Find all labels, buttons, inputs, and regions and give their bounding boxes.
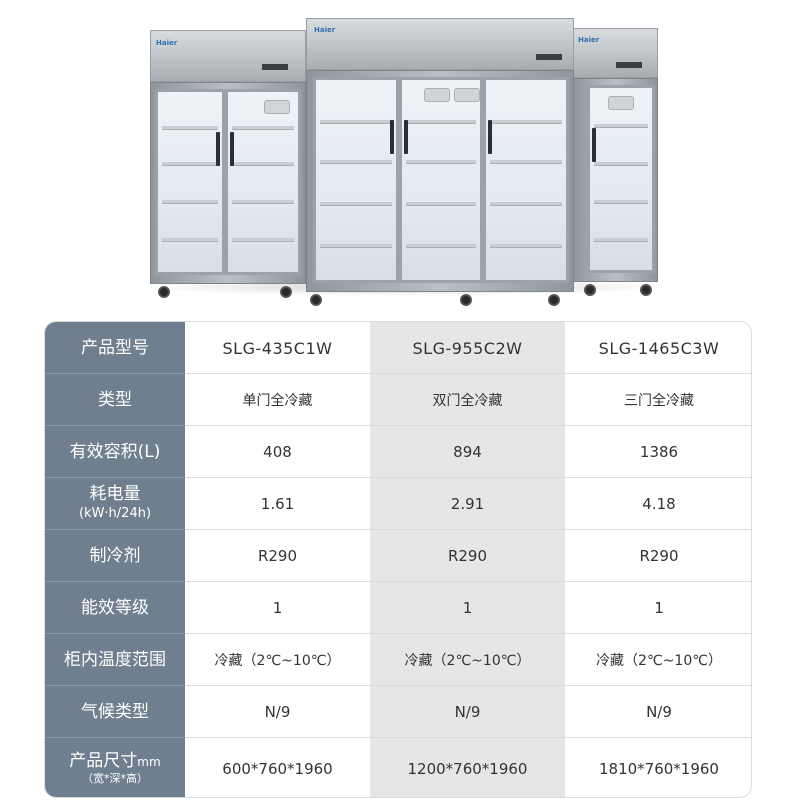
table-cell: 双门全冷藏: [432, 393, 503, 409]
row-label-sub: （宽*深*高）: [82, 772, 148, 785]
product-image: Haier Haier: [0, 0, 800, 310]
table-cell: 1386: [639, 443, 679, 461]
table-row-power: 耗电量 (kW·h/24h) 1.61 2.91 4.18: [45, 478, 751, 530]
table-row-temperature: 柜内温度范围 冷藏（2℃~10℃） 冷藏（2℃~10℃） 冷藏（2℃~10℃）: [45, 634, 751, 686]
spec-table: 产品型号 SLG-435C1W SLG-955C2W SLG-1465C3W 类…: [44, 321, 752, 798]
row-label: 产品型号: [81, 338, 149, 358]
table-cell: SLG-955C2W: [412, 338, 523, 358]
highlight-column: [370, 322, 565, 797]
row-label: 柜内温度范围: [64, 650, 166, 670]
table-cell: 1810*760*1960: [599, 759, 719, 778]
table-cell: SLG-435C1W: [222, 338, 333, 358]
table-cell: 1: [462, 599, 473, 617]
row-label: 类型: [98, 390, 132, 410]
table-cell: 4.18: [642, 495, 676, 513]
fridge-two-door: Haier: [150, 30, 306, 298]
table-row-capacity: 有效容积(L) 408 894 1386: [45, 426, 751, 478]
row-label: 耗电量 (kW·h/24h): [45, 478, 185, 530]
table-cell: N/9: [454, 703, 481, 721]
table-row-model: 产品型号 SLG-435C1W SLG-955C2W SLG-1465C3W: [45, 322, 751, 374]
row-label: 产品尺寸mm （宽*深*高）: [45, 738, 185, 797]
table-cell: 冷藏（2℃~10℃）: [404, 653, 531, 669]
table-row-energy-class: 能效等级 1 1 1: [45, 582, 751, 634]
table-cell: 单门全冷藏: [242, 393, 313, 409]
table-cell: 2.91: [450, 495, 485, 513]
row-label: 制冷剂: [89, 546, 141, 566]
table-row-refrigerant: 制冷剂 R290 R290 R290: [45, 530, 751, 582]
table-cell: SLG-1465C3W: [598, 338, 720, 358]
table-cell: 冷藏（2℃~10℃）: [596, 653, 722, 669]
fridge-three-door: Haier: [306, 18, 574, 306]
row-label-main: 产品尺寸: [69, 751, 138, 771]
label-column: [45, 322, 185, 797]
table-cell: 408: [263, 443, 292, 461]
table-cell: 冷藏（2℃~10℃）: [214, 653, 341, 669]
table-row-dimensions: 产品尺寸mm （宽*深*高） 600*760*1960 1200*760*196…: [45, 738, 751, 797]
brand-logo: Haier: [156, 39, 178, 47]
table-cell: 894: [453, 443, 482, 461]
table-cell: R290: [257, 547, 298, 565]
table-cell: 600*760*1960: [222, 759, 333, 778]
table-row-climate: 气候类型 N/9 N/9 N/9: [45, 686, 751, 738]
row-label-main-group: 产品尺寸mm: [69, 751, 160, 772]
temperature-display: [616, 62, 642, 68]
brand-logo: Haier: [314, 26, 336, 34]
table-cell: N/9: [264, 703, 291, 721]
row-label-main: 耗电量: [89, 484, 141, 504]
table-cell: 1200*760*1960: [407, 759, 528, 778]
table-row-type: 类型 单门全冷藏 双门全冷藏 三门全冷藏: [45, 374, 751, 426]
table-cell: 1: [654, 599, 664, 617]
row-label-sub: (kW·h/24h): [78, 506, 152, 521]
table-cell: 1.61: [260, 495, 295, 513]
table-cell: R290: [639, 547, 679, 565]
row-label: 气候类型: [81, 702, 149, 722]
brand-logo: Haier: [578, 36, 600, 44]
temperature-display: [262, 64, 288, 70]
row-label: 有效容积(L): [69, 442, 161, 462]
fridge-single-door: Haier: [572, 28, 658, 296]
row-label: 能效等级: [81, 598, 149, 618]
table-cell: 1: [272, 599, 283, 617]
row-label-unit: mm: [137, 755, 161, 769]
table-cell: 三门全冷藏: [624, 393, 694, 409]
table-cell: N/9: [646, 703, 672, 721]
table-cell: R290: [447, 547, 488, 565]
temperature-display: [536, 54, 562, 60]
